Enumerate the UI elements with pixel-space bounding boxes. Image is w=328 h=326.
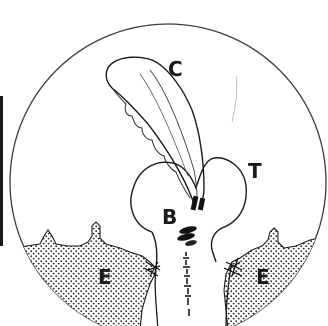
structure-c-wavy-edge	[112, 88, 190, 198]
label-c: C	[168, 57, 183, 81]
faint-fiber	[232, 76, 237, 122]
scan-edge-mark	[0, 96, 3, 246]
label-b: B	[162, 205, 177, 229]
epithelium-right	[224, 228, 328, 326]
epithelium-left	[0, 222, 156, 326]
label-e-left: E	[98, 265, 112, 289]
central-stem-left-wall	[155, 268, 158, 326]
structure-b-bands	[176, 225, 197, 247]
axial-column	[183, 252, 191, 316]
label-t: T	[248, 159, 262, 183]
structure-c-inner-line	[150, 70, 197, 198]
structure-c-outline	[106, 57, 204, 206]
body-t-outline	[131, 158, 246, 268]
label-e-right: E	[256, 265, 270, 289]
